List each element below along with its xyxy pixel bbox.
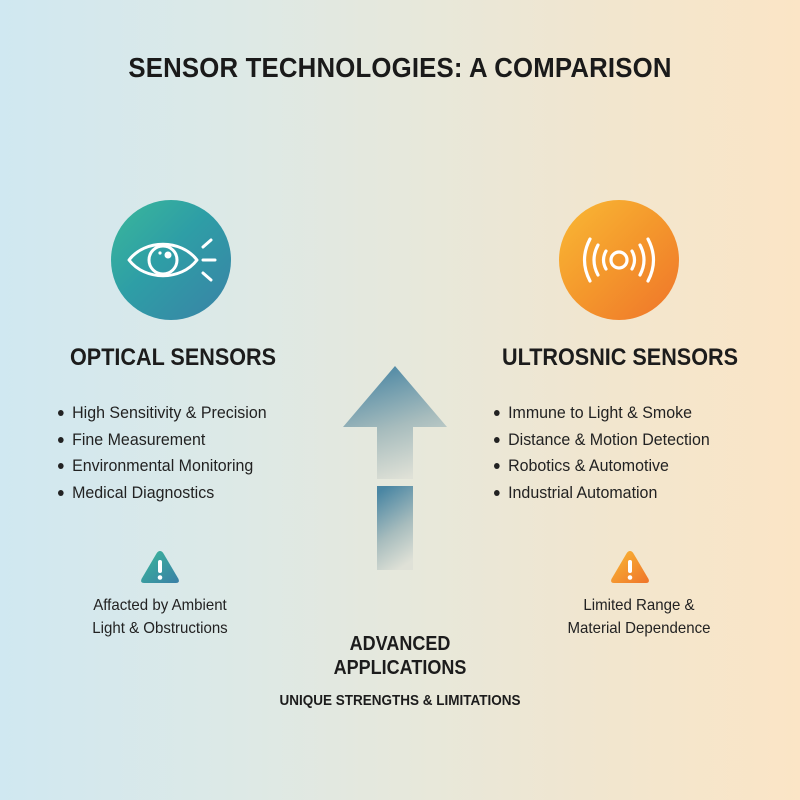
bullet-icon xyxy=(58,410,64,417)
list-item: Industrial Automation xyxy=(494,480,710,507)
bullet-icon xyxy=(58,463,64,470)
list-item: Robotics & Automotive xyxy=(494,453,710,480)
strength-text: High Sensitivity & Precision xyxy=(72,403,267,422)
up-arrow-icon xyxy=(343,366,447,570)
strength-text: Distance & Motion Detection xyxy=(508,429,710,449)
limitation-line: Limited Range & xyxy=(583,597,695,614)
strength-text: Immune to Light & Smoke xyxy=(508,403,692,422)
list-item: Immune to Light & Smoke xyxy=(494,400,710,427)
ultrasonic-sensors-heading: ULTROSNIC SENSORS xyxy=(502,344,739,371)
bullet-icon xyxy=(494,489,500,496)
list-item: Medical Diagnostics xyxy=(58,480,267,507)
list-item: Fine Measurement xyxy=(58,427,267,454)
ultrasonic-icon-circle xyxy=(559,200,679,320)
ultrasonic-strengths-list: Immune to Light & Smoke Distance & Motio… xyxy=(494,400,710,506)
bullet-icon xyxy=(494,463,500,470)
strength-text: Robotics & Automotive xyxy=(508,456,669,475)
list-item: High Sensitivity & Precision xyxy=(58,400,267,427)
limitation-line: Affacted by Ambient xyxy=(93,597,227,614)
center-title: ADVANCED APPLICATIONS xyxy=(265,632,535,680)
optical-icon-circle xyxy=(111,200,231,320)
center-subtitle: UNIQUE STRENGTHS & LIMITATIONS xyxy=(279,692,521,709)
bullet-icon xyxy=(494,436,500,443)
strength-text: Fine Measurement xyxy=(72,429,206,449)
limitation-line: Material Dependence xyxy=(567,620,711,637)
strength-text: Medical Diagnostics xyxy=(72,482,215,502)
strength-text: Environmental Monitoring xyxy=(72,456,254,475)
limitation-line: Light & Obstructions xyxy=(92,620,228,637)
optical-strengths-list: High Sensitivity & Precision Fine Measur… xyxy=(58,400,267,506)
optical-limitation: Affacted by Ambient Light & Obstructions xyxy=(66,594,254,640)
center-title-line: ADVANCED xyxy=(349,633,451,655)
warning-icon xyxy=(611,551,649,583)
list-item: Environmental Monitoring xyxy=(58,453,267,480)
optical-sensors-heading: OPTICAL SENSORS xyxy=(70,344,277,371)
list-item: Distance & Motion Detection xyxy=(494,427,710,454)
bullet-icon xyxy=(58,489,64,496)
strength-text: Industrial Automation xyxy=(508,482,658,502)
warning-icon xyxy=(141,551,179,583)
bullet-icon xyxy=(58,436,64,443)
page-title: SENSOR TECHNOLOGIES: A COMPARISON xyxy=(128,52,672,83)
bullet-icon xyxy=(494,410,500,417)
center-title-line: APPLICATIONS xyxy=(333,657,467,679)
ultrasonic-limitation: Limited Range & Material Dependence xyxy=(540,594,737,640)
eye-icon xyxy=(127,238,217,282)
sound-waves-icon xyxy=(582,237,656,283)
